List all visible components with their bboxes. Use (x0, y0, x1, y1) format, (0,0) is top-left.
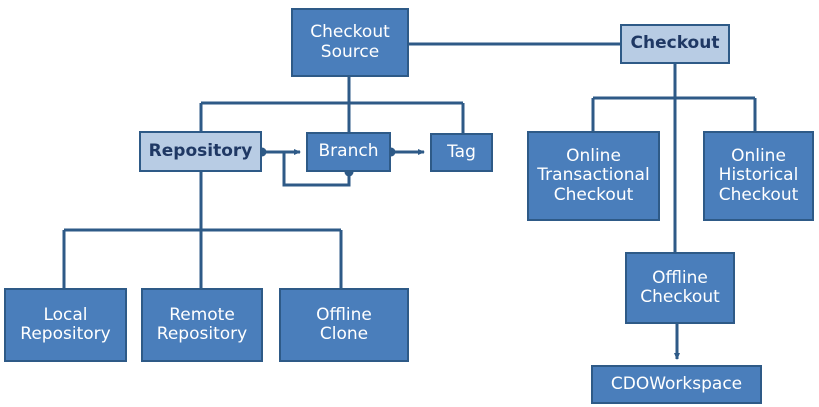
node-cdoworkspace[interactable]: CDOWorkspace (591, 365, 762, 404)
node-repository[interactable]: Repository (139, 131, 262, 172)
node-cdoworkspace-label: CDOWorkspace (610, 373, 743, 394)
node-branch-label: Branch (318, 141, 379, 162)
node-repository-label: Repository (148, 140, 253, 161)
node-tag[interactable]: Tag (430, 133, 493, 172)
node-tag-label: Tag (447, 141, 476, 162)
node-checkout[interactable]: Checkout (620, 24, 730, 64)
node-branch[interactable]: Branch (306, 132, 391, 172)
node-checkout-label: Checkout (630, 33, 720, 54)
edge-branch-self-loop (282, 152, 351, 187)
